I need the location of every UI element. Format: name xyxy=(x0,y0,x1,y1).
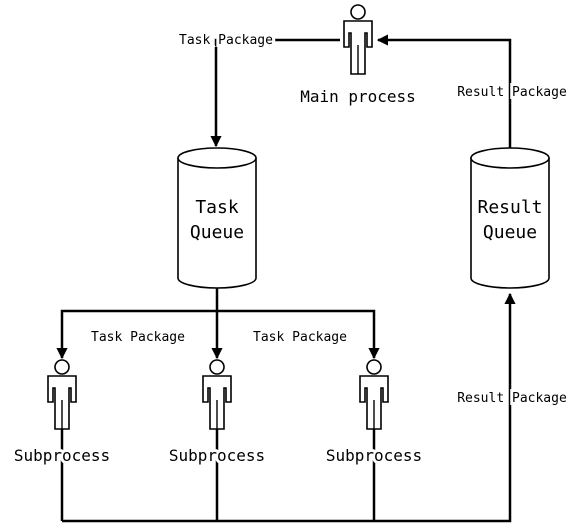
edge-main-to-task-queue: Task Package xyxy=(176,30,340,148)
edge-label-task-package-left: Task Package xyxy=(91,330,185,345)
result-queue-label-line1: Result xyxy=(477,197,542,218)
subprocess-label: Subprocess xyxy=(14,446,110,465)
task-queue-label-line2: Queue xyxy=(190,222,244,243)
subprocess-node: Subprocess xyxy=(166,359,268,468)
subprocess-label: Subprocess xyxy=(326,446,422,465)
edge-task-queue-to-subprocesses: Task Package Task Package xyxy=(56,288,380,360)
result-queue-label-line2: Queue xyxy=(483,222,537,243)
main-process-person-icon xyxy=(343,4,373,75)
main-process-label: Main process xyxy=(300,87,416,106)
subprocess-person-icon xyxy=(359,359,389,430)
subprocess-node: Subprocess xyxy=(323,359,425,468)
edge-result-queue-to-main: Result Package xyxy=(376,34,570,148)
task-queue-node: Task Queue xyxy=(177,147,257,289)
result-queue-node: Result Queue xyxy=(470,147,550,289)
main-process-node: Main process xyxy=(300,4,416,106)
subprocess-person-icon xyxy=(202,359,232,430)
edge-label-result-package-top: Result Package xyxy=(457,85,567,100)
subprocess-label: Subprocess xyxy=(169,446,265,465)
subprocess-person-icon xyxy=(47,359,77,430)
edge-label-result-package-bottom: Result Package xyxy=(457,391,567,406)
task-queue-label-line1: Task xyxy=(195,197,239,218)
edge-label-task-package-top: Task Package xyxy=(179,33,273,48)
edge-subprocesses-to-result-queue: Result Package xyxy=(60,292,570,523)
edge-label-task-package-right: Task Package xyxy=(253,330,347,345)
subprocess-node: Subprocess xyxy=(11,359,113,468)
